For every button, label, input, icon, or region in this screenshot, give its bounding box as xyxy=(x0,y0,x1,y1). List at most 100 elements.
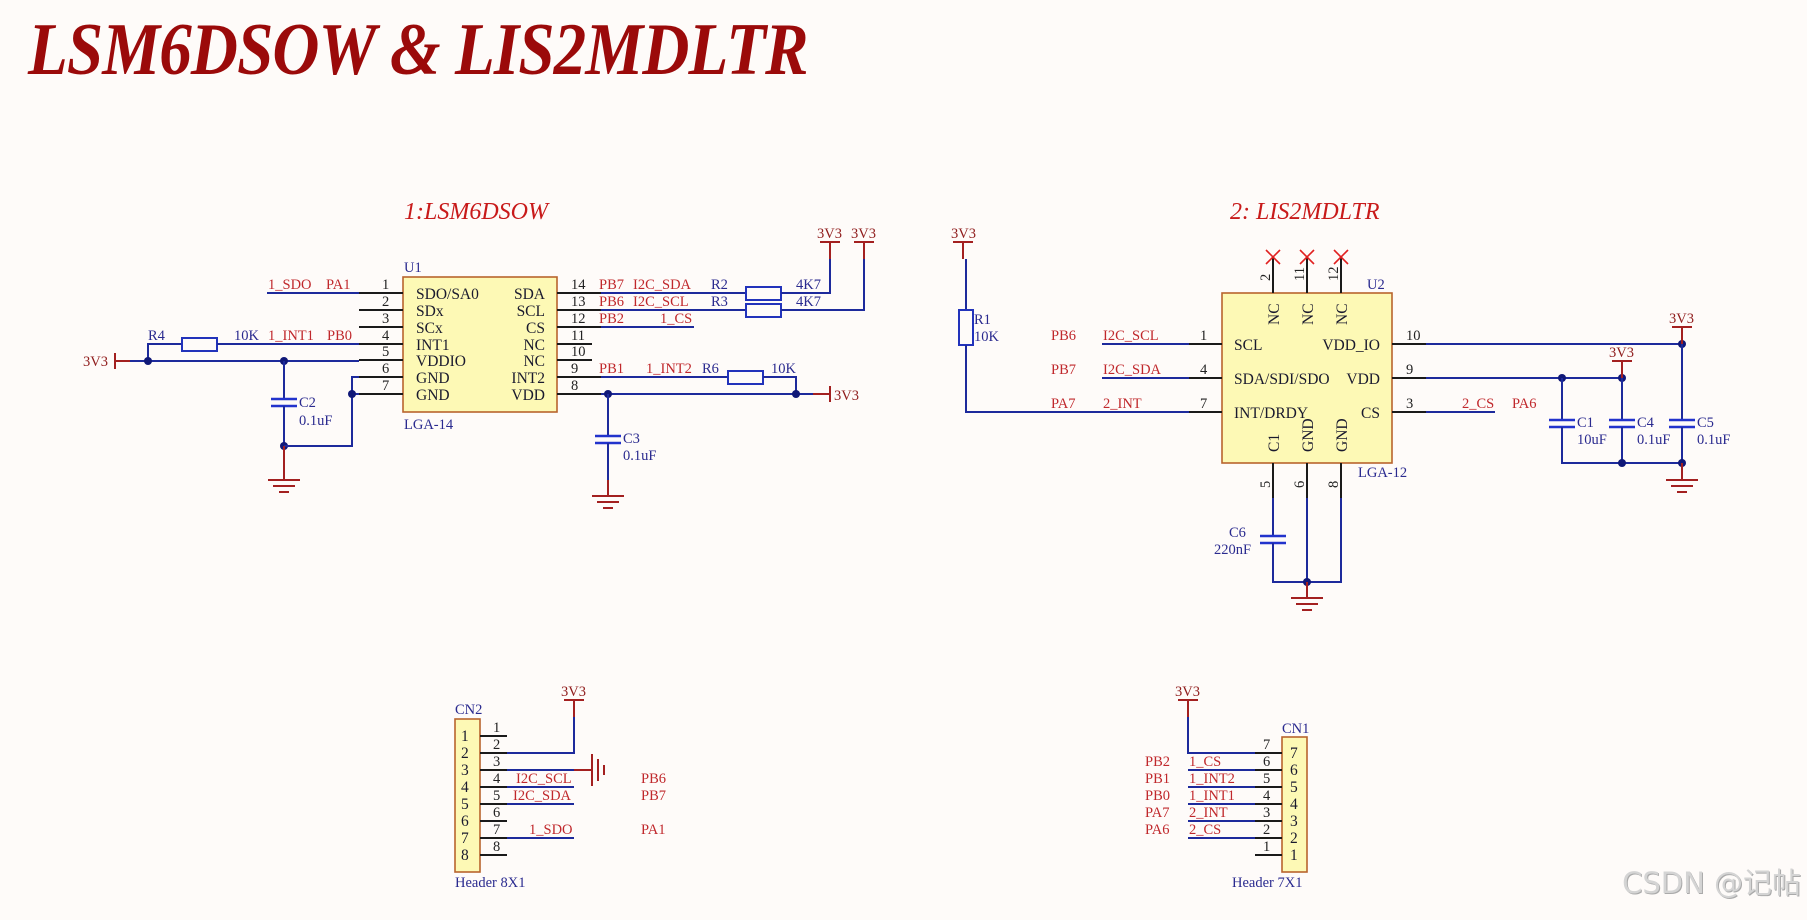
net-label-int1: 1_INT1 xyxy=(268,328,314,344)
u1-pin-name: SCL xyxy=(517,303,545,320)
cn1-pins: 7 6 5 4 3 2 1 7 6 5 4 3 2 1 xyxy=(1255,737,1298,864)
u1-ic[interactable]: U1 LGA-14 xyxy=(402,260,558,433)
cn2-pin-num: 1 xyxy=(493,720,500,736)
c5-ref: C5 xyxy=(1697,415,1714,431)
cn2-body-pin-num: 5 xyxy=(461,796,469,813)
no-connect-icon xyxy=(1265,249,1281,265)
net-label-scl: I2C_SCL xyxy=(1103,328,1159,344)
u2-pin-name: VDD_IO xyxy=(1322,337,1380,354)
cn2-pin-num: 2 xyxy=(493,737,500,753)
r6-ref: R6 xyxy=(702,361,719,377)
cn1-header[interactable]: CN1 Header 7X1 xyxy=(1232,721,1309,891)
u2-pin-num: 11 xyxy=(1292,267,1308,281)
cn1-pin-num: 2 xyxy=(1263,822,1270,838)
u2-pin-num: 8 xyxy=(1326,481,1342,488)
net-label-sda: I2C_SDA xyxy=(633,277,692,293)
u2-pin-name: NC xyxy=(1266,303,1283,325)
c2-ref: C2 xyxy=(299,395,316,411)
cn1-wiring: 3V3 PB2 1_CS PB1 1_INT2 PB0 1_INT1 PA7 2… xyxy=(1145,684,1255,839)
c1-ref: C1 xyxy=(1577,415,1594,431)
u1-pin-name: VDD xyxy=(511,387,545,404)
u1-pin-num: 2 xyxy=(382,294,389,310)
cn2-pin-num: 6 xyxy=(493,805,500,821)
u1-left-pin-names: SDO/SA0 SDx SCx INT1 VDDIO GND GND xyxy=(416,286,479,404)
net-label-int: 2_INT xyxy=(1189,805,1228,821)
u1-right-pin-numbers: 14 13 12 11 10 9 8 xyxy=(571,277,586,394)
c4-value: 0.1uF xyxy=(1637,432,1670,448)
ground-symbol xyxy=(592,480,624,509)
cn2-body-pin-num: 8 xyxy=(461,847,469,864)
power-label-3v3: 3V3 xyxy=(834,388,859,404)
cn2-pin-num: 4 xyxy=(493,771,501,787)
u2-pin-num: 4 xyxy=(1200,362,1208,378)
power-label-3v3: 3V3 xyxy=(1175,684,1200,700)
u1-pin-name: SDA xyxy=(514,286,546,303)
u1-pin-name: INT1 xyxy=(416,337,450,354)
r3-resistor xyxy=(745,303,782,318)
port-label-pb2: PB2 xyxy=(1145,754,1170,770)
u1-pin-num: 10 xyxy=(571,344,586,360)
junction xyxy=(792,390,800,398)
u2-pin-name: NC xyxy=(1300,303,1317,325)
u1-pin-name: NC xyxy=(523,337,545,354)
cn2-body-pin-num: 7 xyxy=(461,830,469,847)
u1-pin-num: 9 xyxy=(571,361,578,377)
u2-pin-name: CS xyxy=(1361,405,1380,422)
u1-pin-num: 13 xyxy=(571,294,586,310)
u2-pin-num: 9 xyxy=(1406,362,1413,378)
cn2-pins: 1 2 3 4 5 6 7 8 1 2 3 4 5 6 7 8 xyxy=(461,720,507,864)
r6-value: 10K xyxy=(771,361,797,377)
cn2-footprint: Header 8X1 xyxy=(455,875,525,891)
u2-ic[interactable]: U2 LGA-12 xyxy=(1221,277,1407,481)
u1-pin-num: 8 xyxy=(571,378,578,394)
net-label-scl: I2C_SCL xyxy=(516,771,572,787)
u1-left-pin-numbers: 1 2 3 4 5 6 7 xyxy=(382,277,390,394)
port-label-pa1: PA1 xyxy=(641,822,665,838)
port-label-pa7: PA7 xyxy=(1145,805,1169,821)
u2-pin-num: 5 xyxy=(1258,481,1274,488)
cn2-pin-num: 3 xyxy=(493,754,500,770)
cn1-body-pin-num: 3 xyxy=(1290,813,1298,830)
cn1-pin-num: 5 xyxy=(1263,771,1270,787)
cn1-pin-num: 1 xyxy=(1263,839,1270,855)
u1-body xyxy=(402,276,558,413)
u1-left-wiring: 1_SDO PA1 R4 10K 1_INT1 PB0 3V3 C2 0.1uF xyxy=(83,277,359,493)
u2-pin-num: 10 xyxy=(1406,328,1421,344)
u2-designator: U2 xyxy=(1367,277,1385,293)
port-label-pb0: PB0 xyxy=(1145,788,1170,804)
u1-package: LGA-14 xyxy=(404,417,454,433)
u2-pin-name: GND xyxy=(1300,418,1317,452)
u2-pin-name: GND xyxy=(1334,418,1351,452)
net-label-sda: I2C_SDA xyxy=(1103,362,1162,378)
cn2-header[interactable]: CN2 Header 8X1 xyxy=(454,702,525,891)
cn1-pin-num: 4 xyxy=(1263,788,1271,804)
u2-pin-name: SCL xyxy=(1234,337,1262,354)
u1-pin-name: VDDIO xyxy=(416,353,466,370)
port-label-pb7: PB7 xyxy=(641,788,666,804)
cn2-body-pin-num: 4 xyxy=(461,779,469,796)
cn1-pin-num: 6 xyxy=(1263,754,1270,770)
net-label-sda: I2C_SDA xyxy=(513,788,572,804)
cn2-body-pin-num: 6 xyxy=(461,813,469,830)
u1-pin-name: SCx xyxy=(416,320,443,337)
power-label-3v3: 3V3 xyxy=(1609,345,1634,361)
cn2-pin-num: 8 xyxy=(493,839,500,855)
r2-ref: R2 xyxy=(711,277,728,293)
port-label-pb7: PB7 xyxy=(599,277,624,293)
net-label-cs1: 1_CS xyxy=(1189,754,1221,770)
u1-pin-name: CS xyxy=(526,320,545,337)
u2-right-pins: 10 9 3 VDD_IO VDD CS xyxy=(1322,328,1426,422)
u1-pin-name: SDO/SA0 xyxy=(416,286,479,303)
u1-right-pins xyxy=(557,292,601,395)
u2-bottom-wiring: C6 220nF xyxy=(1214,498,1342,611)
cn1-body-pin-num: 5 xyxy=(1290,779,1298,796)
r1-value: 10K xyxy=(974,329,1000,345)
power-label-3v3: 3V3 xyxy=(851,226,876,242)
port-label-pa6: PA6 xyxy=(1512,396,1536,412)
port-label-pb7: PB7 xyxy=(1051,362,1076,378)
cn2-pin-num: 7 xyxy=(493,822,500,838)
r6-resistor xyxy=(727,370,764,385)
c3-ref: C3 xyxy=(623,431,640,447)
cn2-body-pin-num: 3 xyxy=(461,762,469,779)
u2-body xyxy=(1221,292,1393,464)
